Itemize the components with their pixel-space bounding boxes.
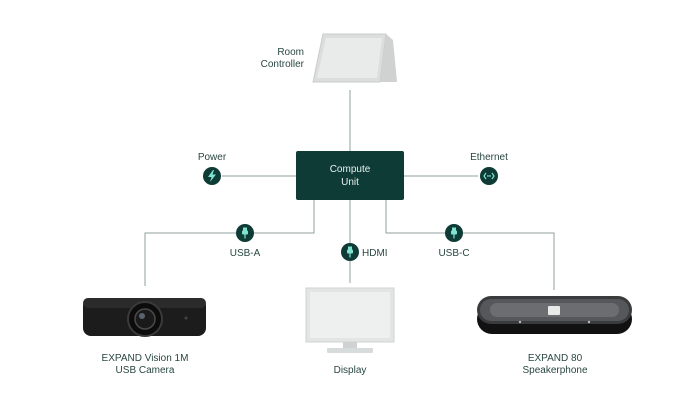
speakerphone-icon: [477, 296, 632, 334]
lightning-icon: [203, 167, 221, 185]
power-label: Power: [197, 152, 227, 163]
usb-c-plug-icon: [445, 224, 463, 242]
connector-lines: [144, 90, 555, 290]
display-label: Display: [333, 365, 367, 376]
compute-unit[interactable]: Compute Unit: [296, 151, 404, 200]
usb-c-label: USB-C: [438, 248, 470, 259]
speakerphone-label: EXPAND 80 Speakerphone: [522, 353, 588, 376]
camera-label: EXPAND Vision 1M USB Camera: [101, 353, 189, 376]
usb-a-plug-icon: [236, 224, 254, 242]
room-controller-label: Room Controller: [260, 47, 304, 70]
monitor-icon: [305, 287, 395, 353]
line-usb-c: [385, 200, 555, 290]
network-arrows-icon: [480, 167, 498, 185]
compute-unit-line1: Compute: [329, 163, 371, 175]
compute-unit-line2: Unit: [341, 176, 359, 188]
line-usb-a: [144, 200, 315, 286]
camera-icon: [83, 298, 206, 337]
tablet-icon: [312, 33, 397, 83]
usb-a-label: USB-A: [229, 248, 261, 259]
ethernet-label: Ethernet: [470, 152, 508, 163]
hdmi-plug-icon: [341, 243, 359, 261]
hdmi-label: HDMI: [362, 248, 388, 259]
